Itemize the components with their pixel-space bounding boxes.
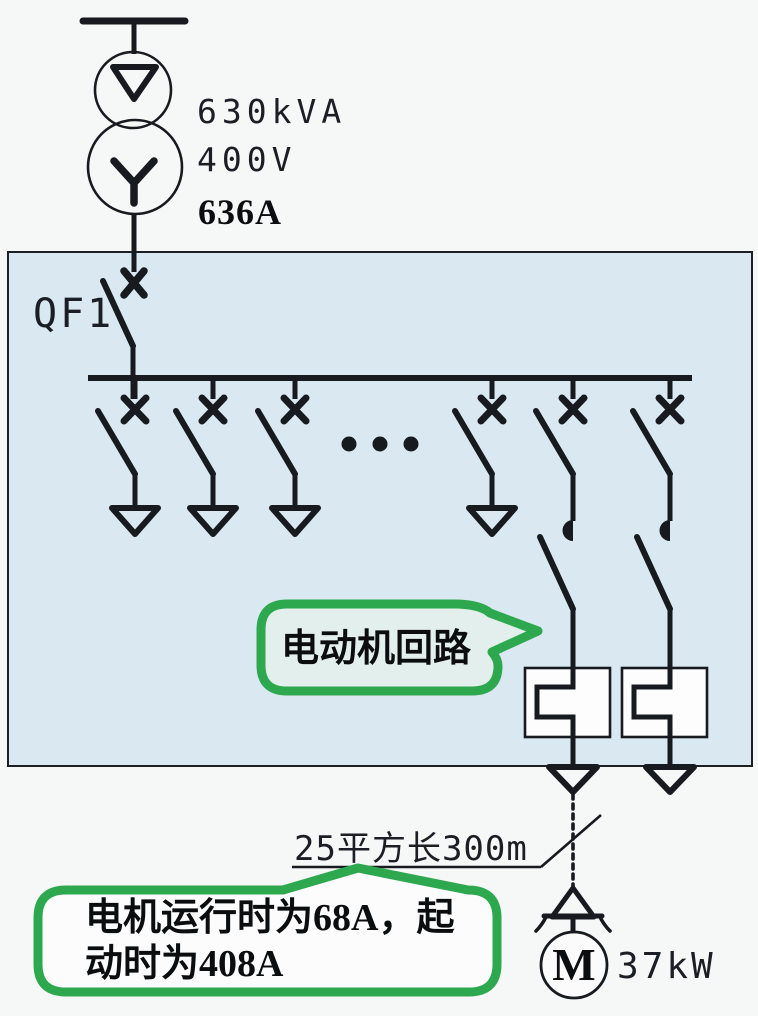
cable-label: 25平方长300m [294,829,528,869]
feeder-blade [255,408,298,477]
breaker-blade [630,408,673,477]
outgoing-arrow-icon [109,505,161,537]
feeder-circuit-icon [95,378,161,537]
breaker-contact-x-icon [655,394,685,425]
thermal-relay-wire [631,669,673,766]
motor-feeder-circuit-icon [523,378,612,795]
motor-power-label: 37kW [617,946,716,987]
panel-outlet-arrow-icon [546,764,600,795]
breaker-contact-x-icon [558,394,588,425]
ellipsis-dots-icon [341,436,419,452]
breaker-contact-x-icon [477,394,507,425]
transformer-primary-circle [93,50,173,130]
dot [403,436,419,452]
breaker-contact-x-icon [198,394,228,425]
outgoing-arrow-icon [466,505,518,537]
cable-head-flare-right [598,915,612,933]
breaker-contact-x-icon [120,267,148,299]
motor-current-line2: 动时为408A [85,943,284,985]
breaker-blade [533,408,576,477]
transformer-voltage-label: 400V [197,140,296,179]
panel-outlet-arrow-icon [643,764,697,795]
motor-symbol-label: M [552,939,595,990]
motor-feeder-circuit-icon [620,378,709,795]
transformer-icon [86,50,184,216]
dot [341,436,357,452]
contactor-blade [634,534,673,612]
callout-bubble [256,599,543,696]
thermal-relay-box [523,666,612,739]
breaker-contact-x-icon [280,394,310,425]
motor-icon: M [539,930,609,1000]
contactor-contact-icon [562,520,573,541]
motor-circuit-callout-text: 电动机回路 [281,628,472,670]
cable-head-icon [534,885,612,933]
contactor-blade [537,534,576,612]
breaker-blade [100,278,136,349]
wye-winding-icon [110,157,158,207]
feeder-circuit-icon [255,378,321,537]
transformer-capacity-label: 630kVA [197,92,346,131]
cable-label-leader [540,814,602,868]
motor-circle [539,930,609,1000]
outgoing-arrow-icon [269,505,321,537]
feeder-blade [95,408,138,477]
feeder-blade [452,408,495,477]
cable-head-flare-left [534,915,548,933]
callout-bubble [33,863,502,997]
cable-label-group: 25平方长300m [292,814,602,869]
incoming-supply-icon [79,17,189,54]
delta-winding-icon [110,64,159,102]
feeder-circuit-icon [173,378,239,537]
outgoing-arrow-icon [187,505,239,537]
feeder-circuit-icon [452,378,518,537]
motor-current-line1: 电机运行时为68A，起 [85,897,455,939]
dot [372,436,388,452]
contactor-contact-icon [659,520,670,541]
thermal-relay-wire [534,669,576,766]
motor-current-callout: 电机运行时为68A，起 动时为408A [33,863,502,997]
main-breaker-label: QF1 [33,291,114,337]
motor-circuit-callout: 电动机回路 [256,599,543,696]
transformer-current-label: 636A [198,192,282,232]
breaker-contact-x-icon [120,394,150,425]
feeder-blade [173,408,216,477]
